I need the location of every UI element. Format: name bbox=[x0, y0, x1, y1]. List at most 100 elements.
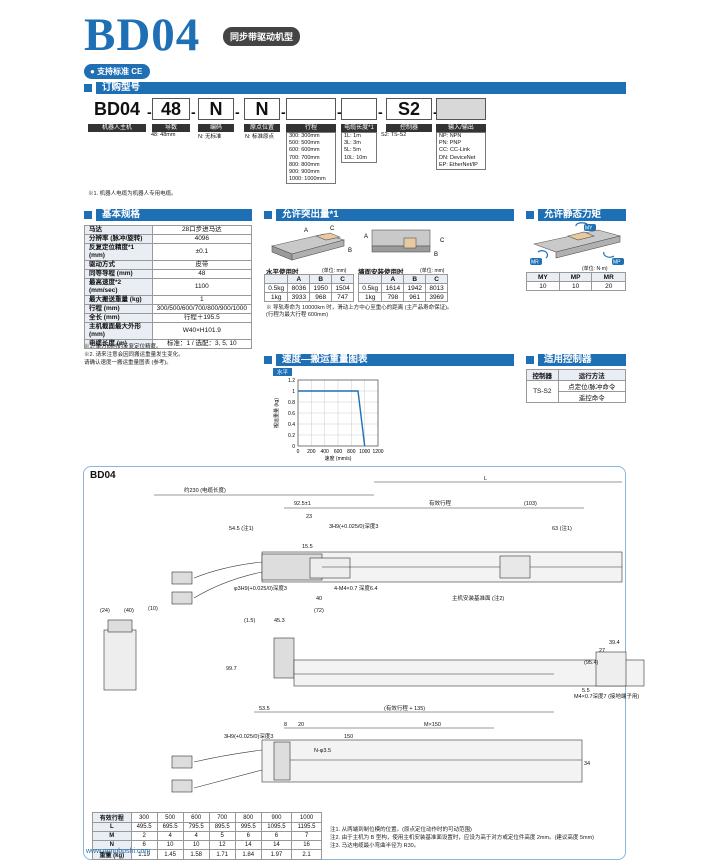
spec-value: 300/500/600/700/800/900/1000 bbox=[151, 304, 253, 314]
overhang-notes: ※ 导轨寿命为 10000km 时，滑动上方中心至重心的距离 (主产品寿命保证)… bbox=[266, 305, 452, 319]
dim-15: (1.5) bbox=[244, 618, 255, 624]
order-label-1: 导数 bbox=[152, 124, 190, 132]
table-cell: 900 bbox=[260, 812, 293, 823]
order-encoder-item: N: 无标准 bbox=[198, 134, 222, 140]
spec-key: 行程 (mm) bbox=[84, 304, 153, 314]
x-tick-label: 800 bbox=[347, 449, 356, 455]
horiz-title: 水平使用时 bbox=[266, 269, 299, 276]
dim-63: 63 (注1) bbox=[552, 524, 572, 532]
y-tick-label: 0 bbox=[292, 444, 295, 450]
watermark: www.gongboshi.com bbox=[86, 848, 151, 855]
y-axis-label: 搬运重量 (kg) bbox=[273, 398, 280, 428]
x-tick-label: 1000 bbox=[359, 449, 370, 455]
table-cell: 2 bbox=[130, 831, 158, 841]
dim-23: 23 bbox=[306, 514, 312, 520]
y-tick-label: 1 bbox=[292, 389, 295, 395]
label-b1: B bbox=[348, 248, 352, 254]
table-cell: 10 bbox=[526, 281, 560, 291]
table-cell: 1504 bbox=[331, 283, 354, 293]
dim-997: 99.7 bbox=[226, 666, 237, 672]
ctrl-name: TS-S2 bbox=[526, 380, 559, 403]
y-tick-label: 1.2 bbox=[288, 378, 295, 384]
option-item: NP: NPN bbox=[439, 133, 462, 139]
table-cell: 1kg bbox=[357, 292, 383, 302]
lab-mp: MP bbox=[613, 260, 621, 266]
spec-value: W40×H101.9 bbox=[151, 322, 253, 340]
table-cell: 14 bbox=[234, 840, 262, 850]
table-cell: 20 bbox=[591, 281, 626, 291]
dim-55: 5.5 bbox=[582, 688, 590, 694]
option-item: 3L: 3m bbox=[344, 140, 361, 147]
table-cell: 1950 bbox=[309, 283, 333, 293]
ctrl-col-2: 运行方法 bbox=[557, 369, 627, 381]
table-cell: 800 bbox=[234, 812, 262, 823]
spec-note: 请确认速度一搬运重量图表 (参考)。 bbox=[84, 360, 172, 366]
table-cell: 10 bbox=[156, 840, 184, 850]
option-item: 700: 700mm bbox=[289, 154, 320, 161]
table-cell: 1614 bbox=[381, 283, 405, 293]
option-item: 1L: 1m bbox=[344, 133, 361, 139]
dim-m4gnd: M4×0.7深度7 (接地端子用) bbox=[574, 692, 639, 700]
table-cell: 1.58 bbox=[182, 849, 210, 860]
dim-27: 27 bbox=[599, 648, 605, 654]
option-item: 300: 300mm bbox=[289, 133, 320, 139]
spec-value: 皮带 bbox=[151, 260, 253, 270]
table-cell: 6 bbox=[234, 831, 262, 841]
wall-unit: (单位: mm) bbox=[420, 268, 445, 274]
table-cell: 1.71 bbox=[208, 849, 236, 860]
dim-535: 53.5 bbox=[259, 706, 270, 712]
option-item: 10L: 10m bbox=[344, 154, 367, 161]
ctrl-method-2: 遥控命令 bbox=[557, 391, 627, 403]
table-cell: 10 bbox=[182, 840, 210, 850]
table-cell: 1kg bbox=[263, 292, 289, 302]
table-cell: 4 bbox=[182, 831, 210, 841]
spec-value: 1100 bbox=[151, 278, 253, 296]
dim-stroke: 有效行程 bbox=[429, 499, 452, 507]
order-code-5 bbox=[341, 98, 377, 120]
ce-badge: ● 支持标准 CE bbox=[84, 64, 151, 79]
dim-20: 20 bbox=[298, 722, 304, 728]
speedchart-heading-text: 速度—搬运重量图表 bbox=[276, 354, 514, 366]
drawing-note: 注1. 从两端到制位模的位置。(原点定位动作时的可动范围) bbox=[330, 827, 472, 833]
lab-mr: MR bbox=[531, 260, 539, 266]
dim-453: 45.3 bbox=[274, 618, 285, 624]
col-header: MR bbox=[591, 272, 626, 282]
dim-34: 34 bbox=[584, 761, 590, 767]
spec-value: 28口步进马达 bbox=[151, 225, 253, 235]
col-header: B bbox=[309, 274, 333, 284]
overhang-heading-text: 允许突出量*1 bbox=[276, 209, 514, 221]
table-cell: 1.45 bbox=[156, 849, 184, 860]
label-a2: A bbox=[364, 234, 368, 240]
subtitle-badge: 同步带驱动机型 bbox=[223, 27, 301, 46]
order-heading-text: 订购型号 bbox=[96, 82, 626, 94]
order-label-4: 行程 bbox=[286, 124, 336, 132]
spec-key: 同等导程 (mm) bbox=[84, 269, 153, 279]
table-cell: 6 bbox=[260, 831, 293, 841]
spec-row: 主机截面最大外形 (mm)W40×H101.9 bbox=[84, 322, 253, 340]
x-tick-label: 1200 bbox=[372, 449, 383, 455]
controllers-heading: 适用控制器 bbox=[526, 354, 626, 366]
table-cell: 16 bbox=[291, 840, 322, 850]
table-cell: 1.97 bbox=[260, 849, 293, 860]
overhang-heading: 允许突出量*1 bbox=[264, 209, 514, 221]
order-label-2: 编码 bbox=[198, 124, 234, 132]
dim-L: L bbox=[484, 476, 487, 482]
dim-72: (72) bbox=[314, 608, 324, 614]
x-tick-label: 0 bbox=[297, 449, 300, 455]
spec-row: 最大搬送重量 (kg)1 bbox=[84, 295, 253, 305]
label-b2: B bbox=[434, 252, 438, 258]
spec-row: 最高速度*2 (mm/sec)1100 bbox=[84, 278, 253, 296]
spec-row: 分辨率 (脉冲/旋转)4096 bbox=[84, 234, 253, 244]
spec-note: ※1. 单方向时的反复定位精度。 bbox=[84, 344, 162, 350]
table-cell: 1.84 bbox=[234, 849, 262, 860]
dim-954: (95.4) bbox=[584, 660, 599, 666]
ce-label: 支持标准 CE bbox=[97, 67, 143, 76]
option-item: CC: CC-Link bbox=[439, 147, 470, 154]
